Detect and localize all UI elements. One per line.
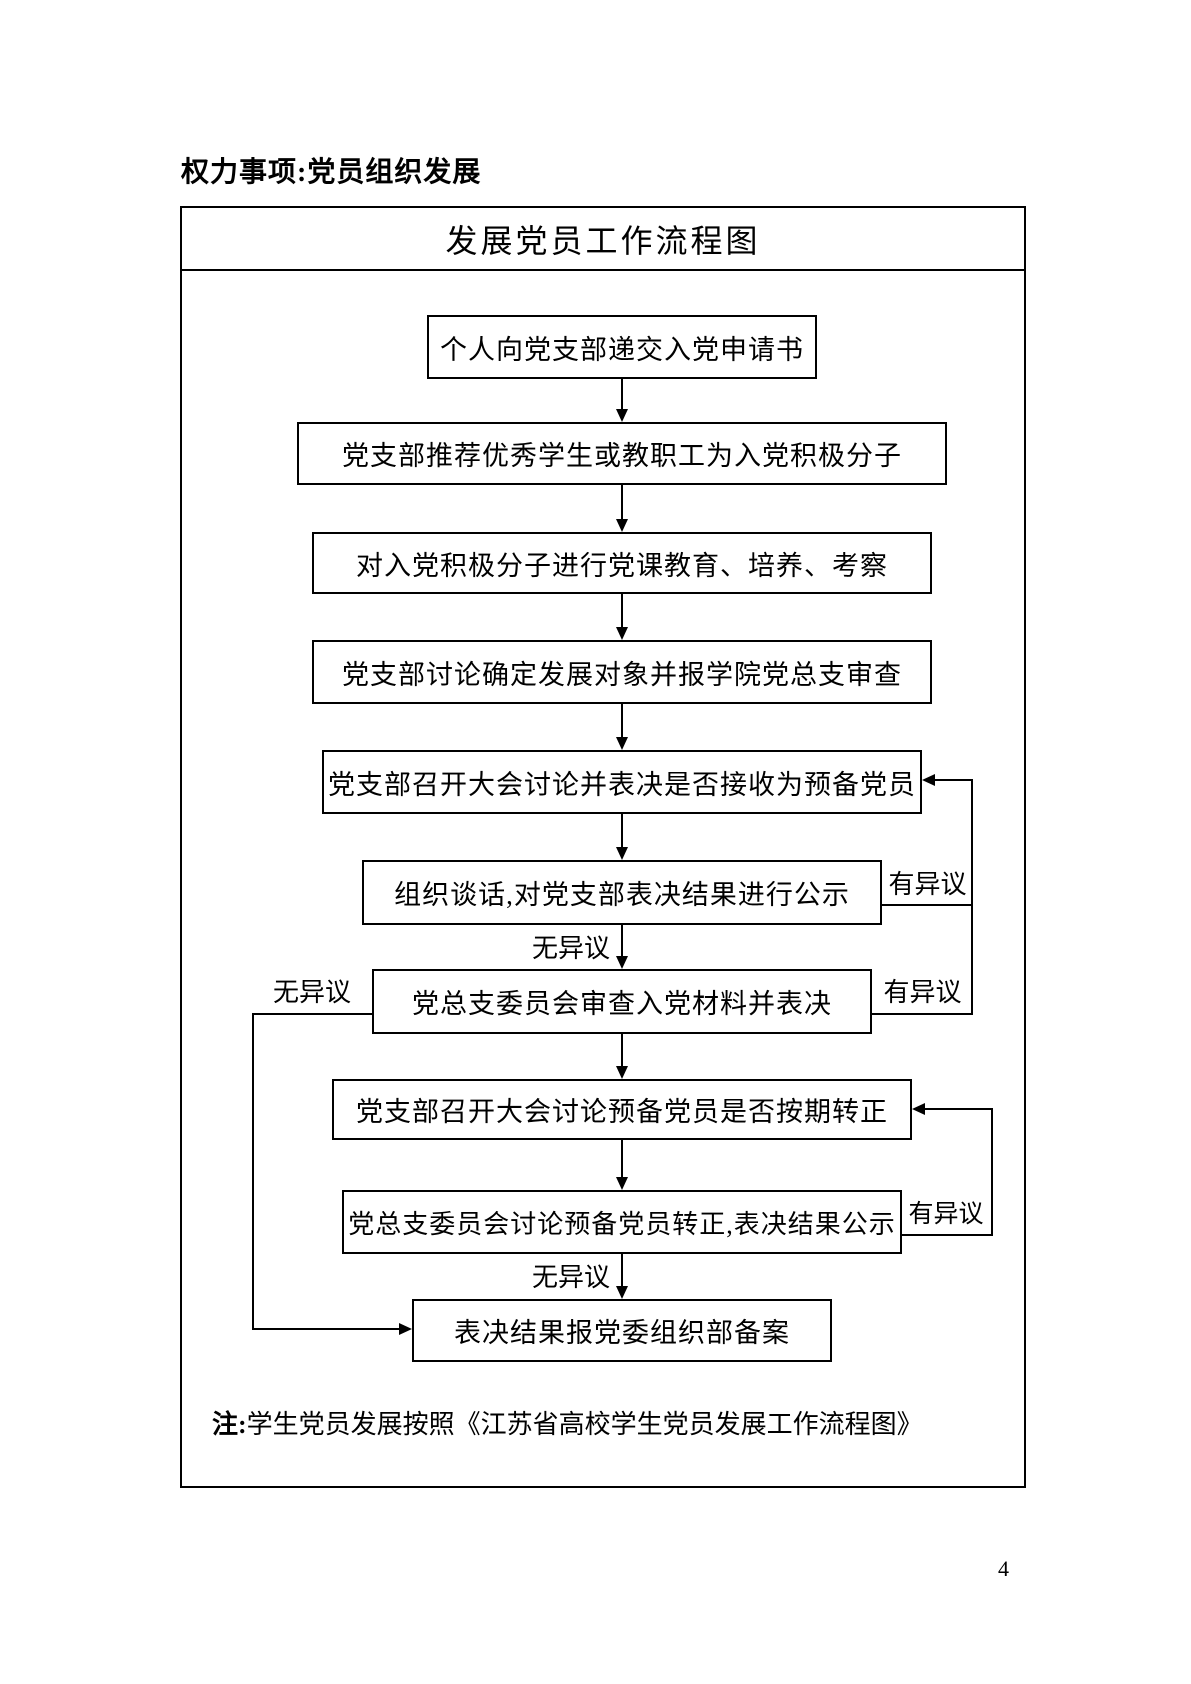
connector-line <box>935 779 973 781</box>
connector-line <box>621 485 623 520</box>
connector-line <box>621 925 623 957</box>
arrow-down-icon <box>616 1066 628 1079</box>
arrow-down-icon <box>616 1177 628 1190</box>
connector-line <box>621 379 623 410</box>
edge-label-objection: 有异议 <box>883 978 962 1007</box>
edge-label-objection: 有异议 <box>908 1201 984 1228</box>
arrow-down-icon <box>616 956 628 969</box>
edge-label-no-objection: 无异议 <box>272 978 351 1007</box>
flow-node-committee-discuss-confirmation: 党总支委员会讨论预备党员转正,表决结果公示 <box>342 1190 902 1254</box>
edge-label-no-objection: 无异议 <box>531 934 610 963</box>
flow-node-branch-vote-probationary: 党支部召开大会讨论并表决是否接收为预备党员 <box>322 750 922 814</box>
flow-node-report-record: 表决结果报党委组织部备案 <box>412 1299 832 1362</box>
footnote-prefix: 注: <box>212 1410 247 1439</box>
connector-line <box>872 1013 973 1015</box>
connector-line <box>252 1328 400 1330</box>
flowchart-frame: 发展党员工作流程图 个人向党支部递交入党申请书 党支部推荐优秀学生或教职工为入党… <box>180 206 1026 1488</box>
connector-line <box>971 779 973 1015</box>
arrow-right-icon <box>399 1323 412 1335</box>
flow-node-educate-train-inspect: 对入党积极分子进行党课教育、培养、考察 <box>312 532 932 594</box>
flow-node-recommend-activist: 党支部推荐优秀学生或教职工为入党积极分子 <box>297 422 947 485</box>
connector-line <box>991 1108 993 1236</box>
arrow-down-icon <box>616 519 628 532</box>
flowchart-title: 发展党员工作流程图 <box>182 208 1024 271</box>
arrow-left-icon <box>912 1103 925 1115</box>
footnote: 注:学生党员发展按照《江苏省高校学生党员发展工作流程图》 <box>212 1404 923 1441</box>
arrow-down-icon <box>616 409 628 422</box>
flow-node-talk-publicize-result: 组织谈话,对党支部表决结果进行公示 <box>362 860 882 925</box>
connector-line <box>621 1254 623 1287</box>
arrow-down-icon <box>616 627 628 640</box>
connector-line <box>621 594 623 628</box>
page-number: 4 <box>998 1556 1009 1581</box>
edge-label-no-objection: 无异议 <box>531 1263 610 1292</box>
connector-line <box>621 704 623 738</box>
arrow-left-icon <box>922 774 935 786</box>
footnote-text: 学生党员发展按照《江苏省高校学生党员发展工作流程图》 <box>246 1410 923 1439</box>
connector-line <box>902 1234 993 1236</box>
connector-line <box>882 904 973 906</box>
arrow-down-icon <box>616 847 628 860</box>
flow-node-submit-application: 个人向党支部递交入党申请书 <box>427 315 817 379</box>
edge-label-objection: 有异议 <box>888 870 967 899</box>
connector-line <box>621 1034 623 1067</box>
flow-node-committee-review-vote: 党总支委员会审查入党材料并表决 <box>372 969 872 1034</box>
page-heading: 权力事项:党员组织发展 <box>181 157 482 188</box>
arrow-down-icon <box>616 737 628 750</box>
arrow-down-icon <box>616 1286 628 1299</box>
connector-line <box>621 1140 623 1178</box>
connector-line <box>252 1013 372 1015</box>
connector-line <box>925 1108 991 1110</box>
flow-node-determine-candidate: 党支部讨论确定发展对象并报学院党总支审查 <box>312 640 932 704</box>
flow-node-branch-discuss-confirmation: 党支部召开大会讨论预备党员是否按期转正 <box>332 1079 912 1140</box>
connector-line <box>252 1013 254 1330</box>
connector-line <box>621 814 623 848</box>
